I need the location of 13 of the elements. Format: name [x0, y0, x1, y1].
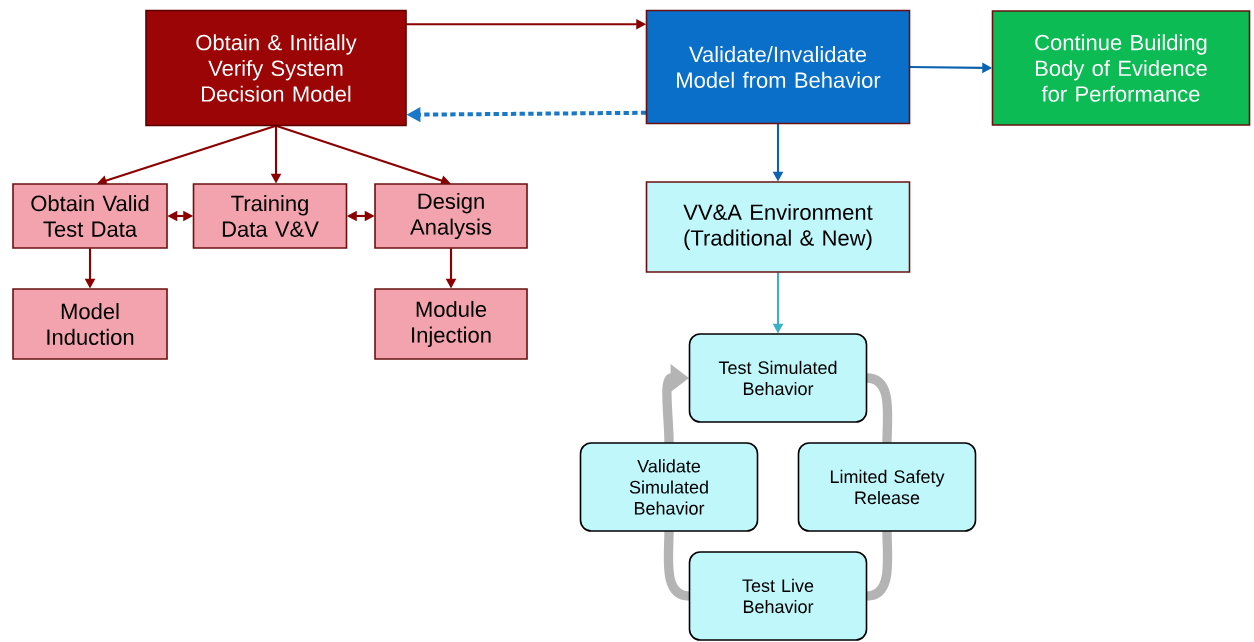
process-box: Training Data V&V	[192, 183, 348, 249]
cycle-step-box: Limited Safety Release	[797, 442, 977, 532]
process-box: VV&A Environment (Traditional & New)	[645, 181, 911, 273]
process-box: Model Induction	[12, 288, 168, 360]
process-box: Validate/Invalidate Model from Behavior	[645, 9, 911, 125]
process-box: Design Analysis	[374, 183, 528, 249]
cycle-step-box: Test Simulated Behavior	[688, 333, 868, 423]
cycle-step-box: Validate Simulated Behavior	[579, 442, 759, 532]
decision-model-box: Obtain & Initially Verify System Decision Model	[145, 9, 407, 127]
process-box: Module Injection	[374, 288, 528, 360]
process-box: Obtain Valid Test Data	[12, 183, 168, 249]
process-box: Continue Building Body of Evidence for Performance	[991, 10, 1251, 126]
cycle-step-box: Test Live Behavior	[688, 551, 868, 641]
